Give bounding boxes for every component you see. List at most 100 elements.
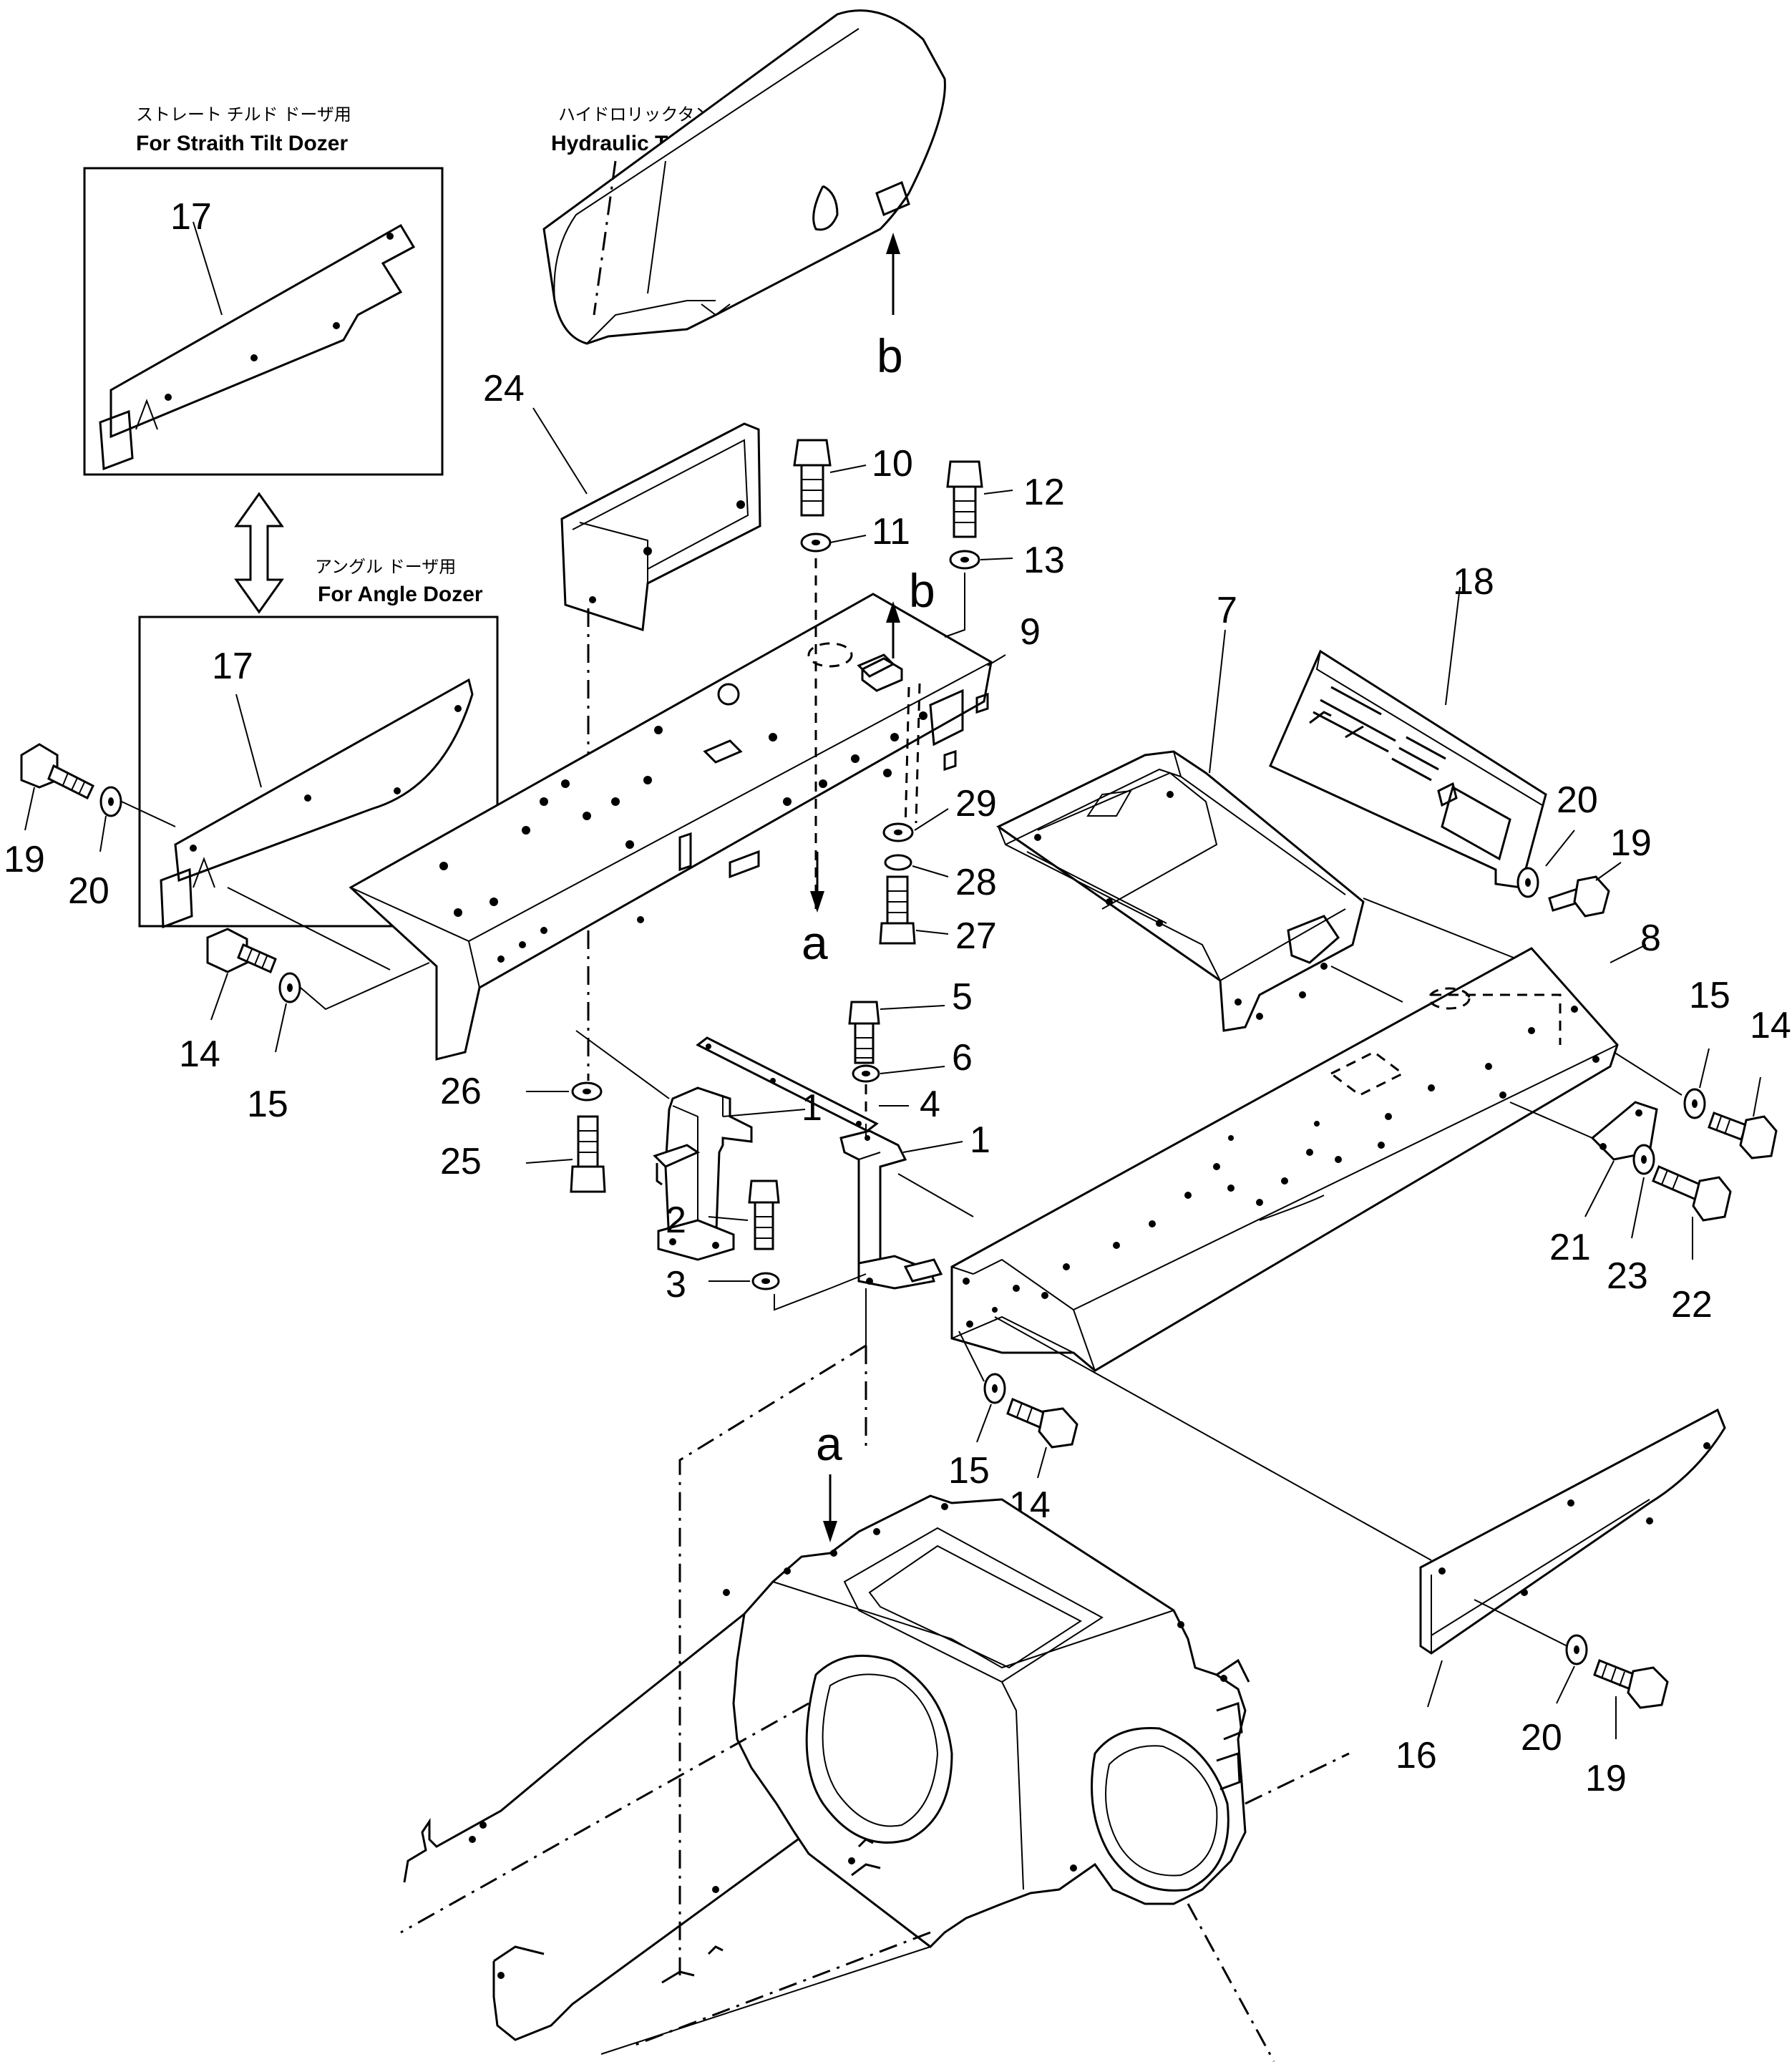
bolt-10: 10 xyxy=(793,439,913,517)
washer-15-left: 15 xyxy=(247,972,301,1125)
bolt-19-bottom: 19 xyxy=(1585,1659,1669,1799)
label-15-left: 15 xyxy=(247,1084,288,1125)
washer-20-bottom: 20 xyxy=(1521,1634,1588,1759)
label-7: 7 xyxy=(1217,590,1237,631)
label-1-lower: 1 xyxy=(970,1119,990,1161)
bolt-25: 25 xyxy=(440,1115,606,1193)
label-19-right-top: 19 xyxy=(1610,822,1652,864)
label-19-left: 19 xyxy=(4,839,45,880)
label-15-bottom: 15 xyxy=(948,1450,990,1492)
label-29: 29 xyxy=(955,783,997,825)
label-15-right: 15 xyxy=(1689,975,1730,1016)
grille-18-body xyxy=(1269,649,1547,889)
label-6: 6 xyxy=(952,1037,973,1079)
letter-a-mid: a xyxy=(802,916,828,969)
label-18: 18 xyxy=(1453,561,1494,603)
label-19-bottom: 19 xyxy=(1585,1758,1627,1799)
bolt-14-right: 14 xyxy=(1708,1005,1791,1159)
bolt-19-right-top: 19 xyxy=(1548,822,1652,918)
cover-16: 16 xyxy=(1396,1408,1726,1776)
bolt-2: 2 xyxy=(666,1180,780,1250)
frame-7-body xyxy=(996,750,1365,1032)
bracket-1-upper: 1 xyxy=(653,1086,822,1261)
bolt-12: 12 xyxy=(946,460,1065,538)
caption-straight-tilt-en: For Straith Tilt Dozer xyxy=(136,132,348,155)
label-3: 3 xyxy=(666,1264,686,1305)
letter-b-top: b xyxy=(877,329,903,382)
bolt-14-left: 14 xyxy=(179,928,277,1075)
arrow-a-mid: a xyxy=(802,852,828,969)
label-13: 13 xyxy=(1023,540,1065,581)
inset-frame-straight xyxy=(83,167,444,476)
inset-angle-dozer: アングル ドーザ用 For Angle Dozer 17 xyxy=(138,558,499,929)
label-14-right: 14 xyxy=(1750,1005,1791,1046)
cover-17-straight xyxy=(109,223,416,439)
caption-angle-en: For Angle Dozer xyxy=(318,583,483,606)
frame-8: 8 xyxy=(950,918,1661,1372)
washer-20-left: 20 xyxy=(68,786,122,912)
arrow-b-mid: b xyxy=(861,564,935,692)
label-23: 23 xyxy=(1607,1255,1648,1297)
label-5: 5 xyxy=(952,976,973,1018)
label-16: 16 xyxy=(1396,1735,1437,1776)
cover-16-body xyxy=(1419,1408,1726,1655)
label-24: 24 xyxy=(483,368,525,409)
frame-8-body xyxy=(950,947,1619,1372)
arrow-a-bottom: a xyxy=(816,1417,842,1542)
label-17-angle: 17 xyxy=(212,646,253,687)
label-20-right-top: 20 xyxy=(1557,779,1598,821)
letter-a-bottom: a xyxy=(816,1417,842,1470)
label-1-upper: 1 xyxy=(802,1087,822,1129)
label-4: 4 xyxy=(920,1084,940,1125)
bolt-27: 27 xyxy=(879,875,997,957)
grille-18: 18 xyxy=(1269,561,1547,889)
caption-straight-tilt-jp: ストレート チルド ドーザ用 xyxy=(136,105,351,125)
inset-straight-tilt-dozer: ストレート チルド ドーザ用 For Straith Tilt Dozer 17 xyxy=(83,105,444,476)
label-11: 11 xyxy=(872,511,910,553)
cover-17-angle xyxy=(174,678,474,882)
frame-9: 9 xyxy=(349,593,1041,1061)
cover-24-body xyxy=(560,422,761,631)
bracket-1-lower: 1 xyxy=(839,1119,990,1290)
label-8: 8 xyxy=(1640,918,1661,959)
cover-17-bracket xyxy=(99,409,134,471)
main-frame xyxy=(403,1494,1250,2055)
tank-body xyxy=(542,9,946,345)
cover-24: 24 xyxy=(483,368,761,631)
label-26: 26 xyxy=(440,1071,482,1112)
washer-26: 26 xyxy=(440,1071,603,1112)
caption-angle-jp: アングル ドーザ用 xyxy=(315,558,456,577)
inset-frame-angle xyxy=(138,616,499,928)
bolt-14-bottom: 14 xyxy=(1006,1397,1078,1526)
label-17-straight: 17 xyxy=(170,196,212,238)
bolt-5: 5 xyxy=(848,976,973,1064)
washer-11: 11 xyxy=(800,511,910,553)
washer-13: 13 xyxy=(949,540,1065,581)
cover-21: 21 xyxy=(1549,1101,1658,1268)
washer-6: 6 xyxy=(852,1037,973,1083)
double-arrow-icon xyxy=(234,492,284,614)
plate-4: 4 xyxy=(696,1036,940,1132)
washer-23: 23 xyxy=(1607,1144,1655,1297)
label-9: 9 xyxy=(1020,611,1041,653)
label-22: 22 xyxy=(1671,1284,1713,1326)
label-21: 21 xyxy=(1549,1227,1591,1268)
label-25: 25 xyxy=(440,1141,482,1182)
main-frame-body xyxy=(732,1494,1247,1948)
frame-7: 7 xyxy=(996,590,1365,1032)
bolt-19-left: 19 xyxy=(4,743,94,880)
label-28: 28 xyxy=(955,862,997,903)
washer-20-right-top: 20 xyxy=(1516,779,1598,898)
arrow-b-top: b xyxy=(877,233,903,382)
label-14-left: 14 xyxy=(179,1034,220,1075)
washer-15-bottom: 15 xyxy=(948,1373,1006,1492)
label-20-bottom: 20 xyxy=(1521,1717,1562,1759)
label-2: 2 xyxy=(666,1200,686,1241)
bolt-22: 22 xyxy=(1652,1165,1732,1326)
washer-29: 29 xyxy=(882,783,997,842)
label-12: 12 xyxy=(1023,472,1065,513)
label-27: 27 xyxy=(955,915,997,957)
washer-15-right: 15 xyxy=(1683,975,1730,1119)
spring-washer-28: 28 xyxy=(884,854,997,903)
